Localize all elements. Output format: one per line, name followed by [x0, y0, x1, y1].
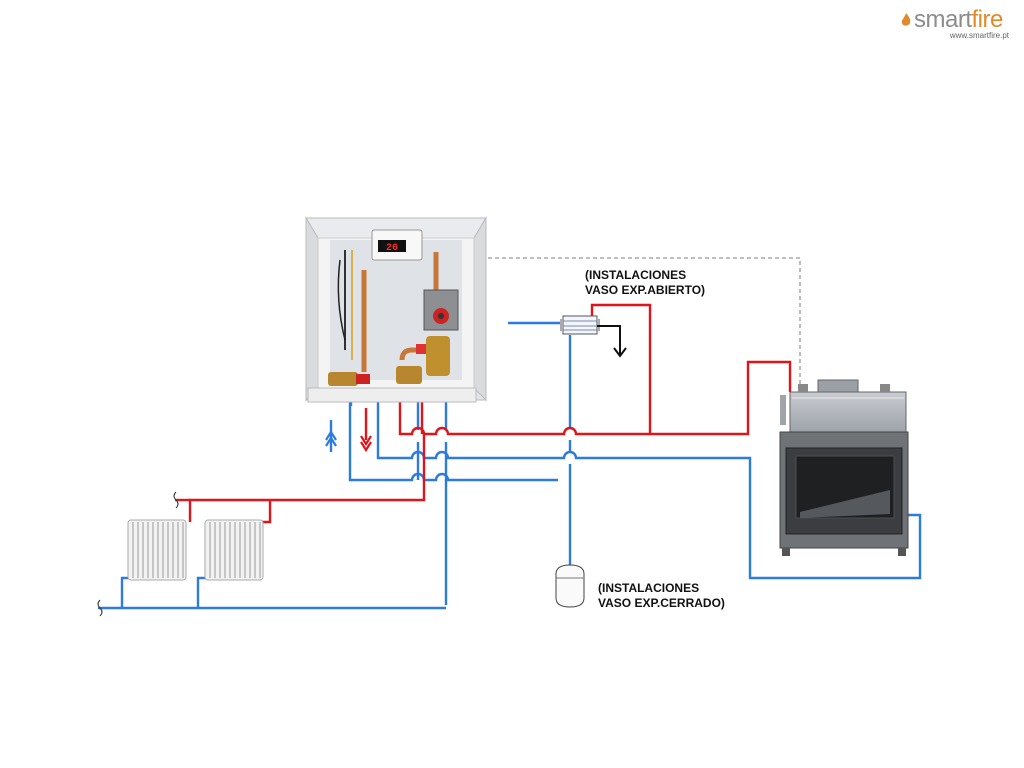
cold-pipes	[98, 321, 922, 610]
radiator-1	[127, 519, 187, 581]
smartfire-logo: smartfire www.smartfire.pt	[900, 6, 1015, 42]
brand-name: smartfire	[914, 6, 1003, 34]
hot-pipes	[175, 303, 792, 524]
brand-main: smart	[914, 6, 972, 33]
closed-expansion-vessel	[555, 564, 585, 608]
flame-icon	[901, 13, 911, 26]
control-cable	[460, 257, 801, 385]
pipe-break-marks	[97, 491, 179, 617]
return-arrow-icon	[325, 429, 337, 447]
open-vessel-label-line1: (INSTALACIONES	[585, 268, 686, 282]
thermostat-display: 26	[386, 243, 398, 254]
flow-arrow-icon	[360, 435, 372, 453]
brand-accent: fire	[971, 6, 1004, 33]
brand-url: www.smartfire.pt	[949, 31, 1009, 40]
open-vessel-label-line2: VASO EXP.ABIERTO)	[585, 283, 705, 297]
fireplace-insert	[779, 379, 909, 556]
open-expansion-vessel	[560, 315, 600, 335]
closed-vessel-label-line2: VASO EXP.CERRADO)	[598, 596, 725, 610]
drain-pipe	[597, 325, 627, 358]
radiator-2	[204, 519, 264, 581]
control-module: 26	[304, 216, 488, 403]
closed-vessel-label-line1: (INSTALACIONES	[598, 581, 699, 595]
